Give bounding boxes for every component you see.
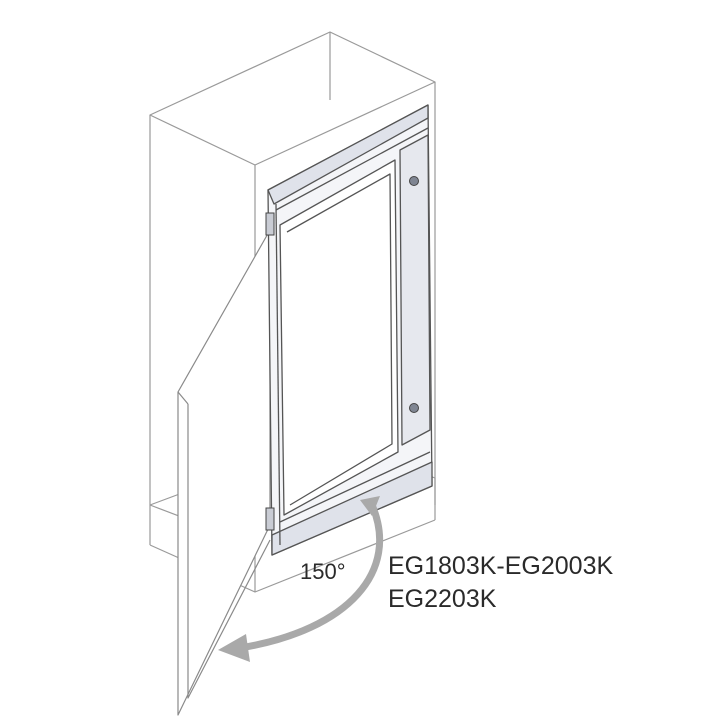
frame-top-rail-groove xyxy=(275,127,429,211)
swing-arrow xyxy=(218,496,384,662)
frame-window xyxy=(279,159,399,516)
frame-right-strip xyxy=(399,134,431,446)
frame-screws xyxy=(409,176,419,413)
door-frame xyxy=(267,104,433,556)
swing-arrow-head-icon xyxy=(218,634,250,662)
swing-arc xyxy=(236,501,384,652)
lower-screw-icon xyxy=(409,403,419,413)
frame-left-stile xyxy=(275,203,281,546)
frame-bottom-rail xyxy=(271,461,433,556)
frame-window-inner xyxy=(286,173,393,506)
lower-hinge-icon xyxy=(265,507,275,531)
frame-top-rail xyxy=(267,104,429,205)
swing-arrow-tail-icon xyxy=(360,496,380,516)
model-code-primary: EG1803K-EG2003K xyxy=(388,552,614,580)
swing-angle-label: 150° xyxy=(300,559,346,584)
open-door-inner-edge xyxy=(187,404,271,699)
upper-hinge-icon xyxy=(265,212,275,236)
open-door-top-edge xyxy=(177,391,189,405)
model-code-secondary: EG2203K xyxy=(388,585,497,613)
frame-bottom-rail-groove xyxy=(279,451,431,523)
hinges xyxy=(265,212,275,531)
upper-screw-icon xyxy=(409,176,419,186)
